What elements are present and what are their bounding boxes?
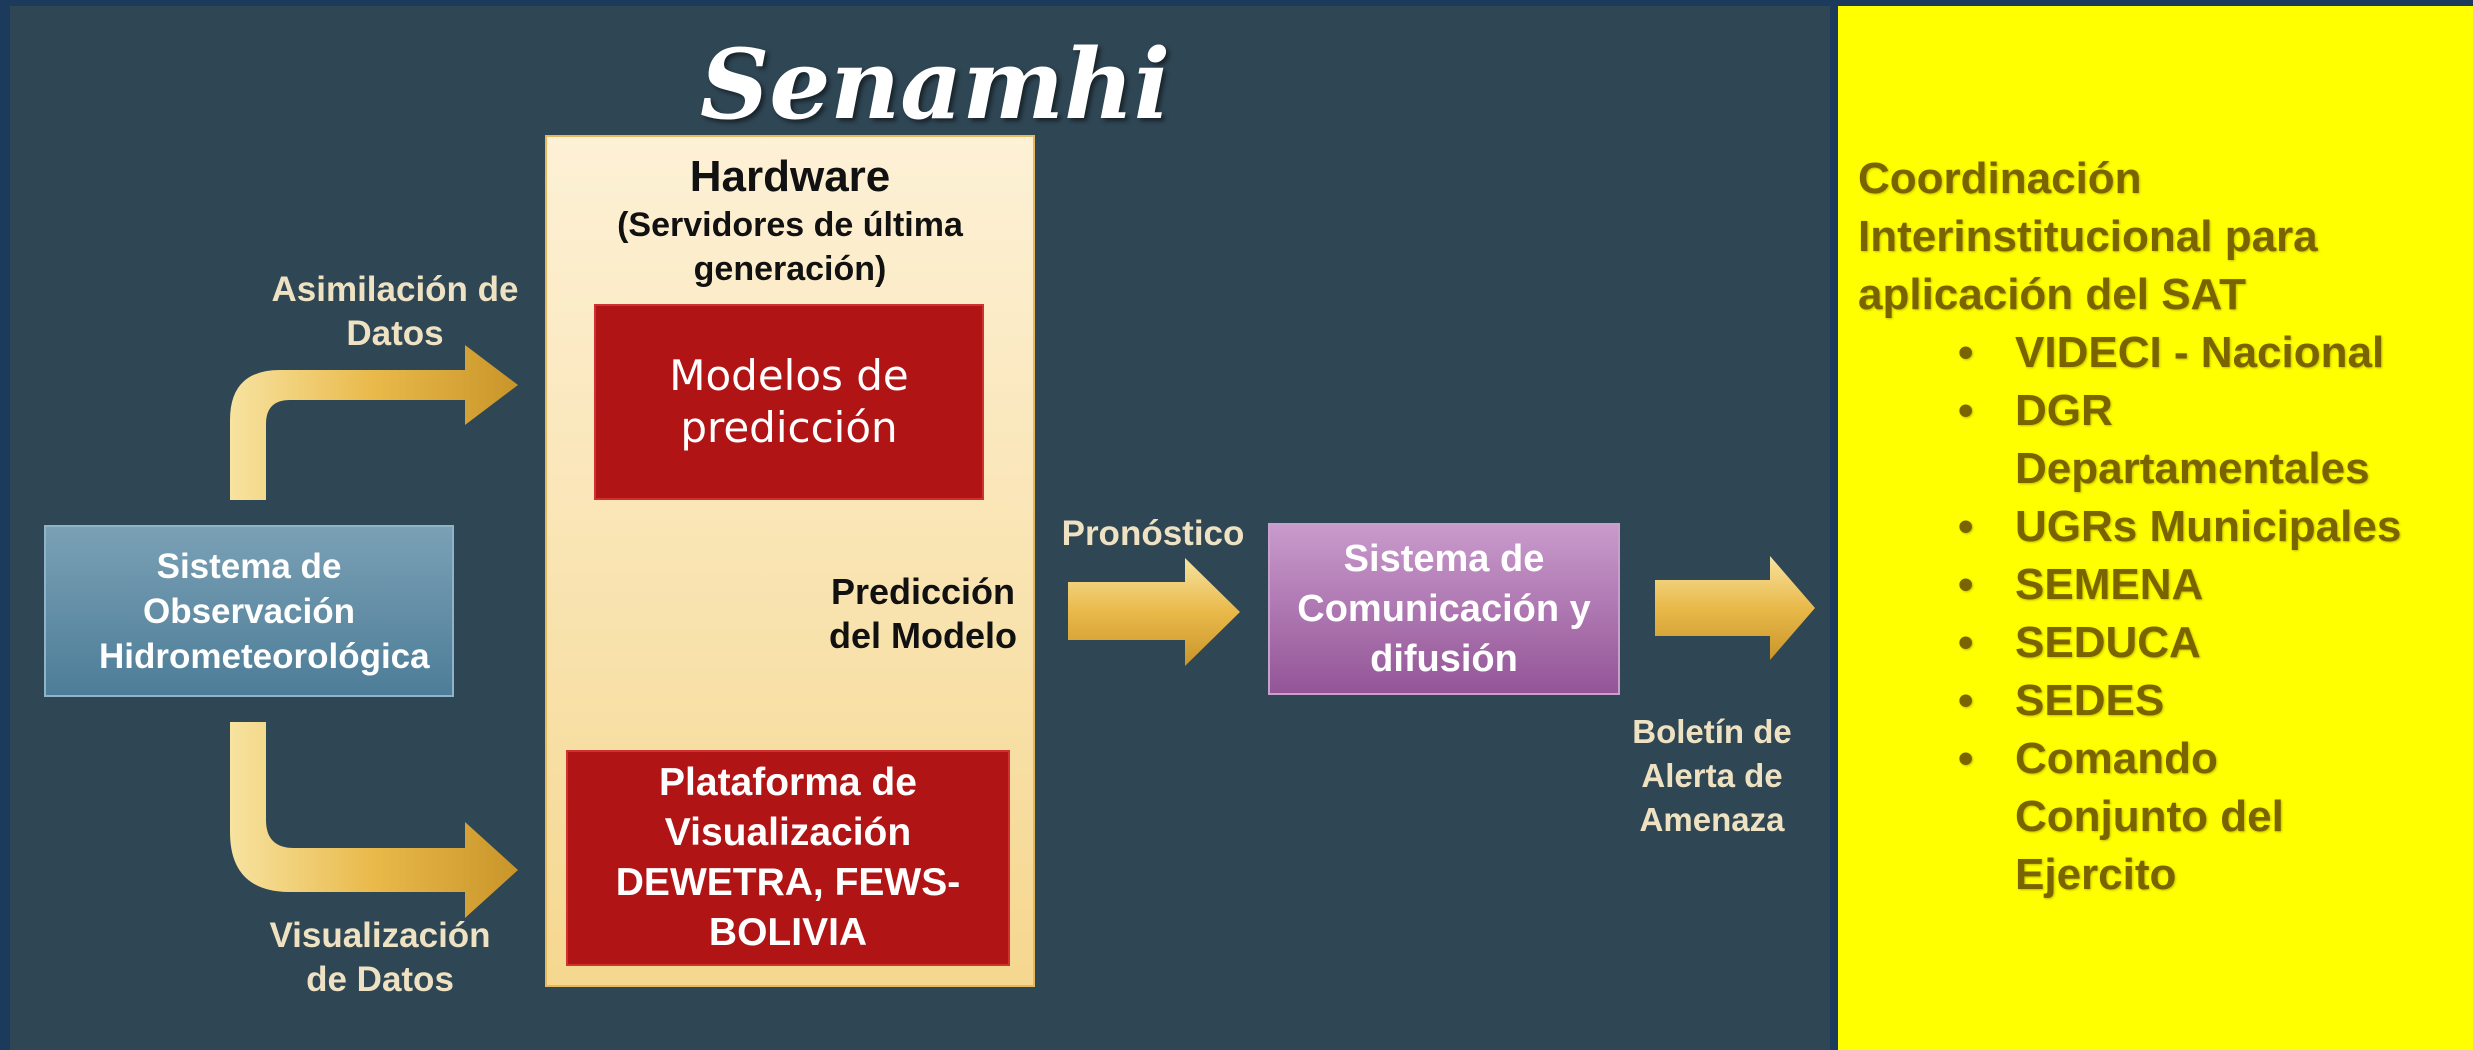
assimilation-arrow	[230, 345, 518, 500]
visualization-label: Visualización de Datos	[269, 916, 491, 999]
visualization-arrow	[230, 722, 518, 918]
platform-box: Plataforma de Visualización DEWETRA, FEW…	[566, 750, 1010, 966]
bulletin-arrow	[1655, 556, 1815, 660]
hardware-title: Hardware	[689, 152, 891, 201]
list-item: DGR Departamentales	[1958, 382, 2375, 498]
prediction-label: Predicción del Modelo	[829, 571, 1017, 656]
models-label: Modelos de predicción	[669, 351, 909, 452]
assimilation-label: Asimilación de Datos	[271, 270, 519, 353]
coordination-list: VIDECI - Nacional DGR Departamentales UG…	[1858, 324, 2458, 904]
list-item: VIDECI - Nacional	[1958, 324, 2458, 382]
forecast-label: Pronóstico	[1061, 514, 1245, 553]
coordination-heading: Coordinación Interinstitucional para apl…	[1858, 154, 2318, 319]
list-item: UGRs Municipales	[1958, 498, 2458, 556]
observation-box: Sistema de Observación Hidrometeorológic…	[44, 525, 454, 697]
list-item: SEDUCA	[1958, 614, 2458, 672]
models-box: Modelos de predicción	[594, 304, 984, 500]
communication-label: Sistema de Comunicación y difusión	[1297, 538, 1591, 680]
list-item: SEDES	[1958, 672, 2458, 730]
list-item: SEMENA	[1958, 556, 2458, 614]
diagram-title: Senamhi	[700, 28, 1171, 141]
list-item: Comando Conjunto del Ejercito	[1958, 730, 2335, 904]
platform-label: Plataforma de Visualización DEWETRA, FEW…	[615, 761, 961, 954]
forecast-arrow	[1068, 558, 1240, 666]
hardware-subtitle: (Servidores de última generación)	[617, 206, 963, 288]
observation-label: Sistema de Observación Hidrometeorológic…	[99, 546, 430, 676]
coordination-block: Coordinación Interinstitucional para apl…	[1858, 150, 2458, 904]
communication-box: Sistema de Comunicación y difusión	[1268, 523, 1620, 695]
bulletin-label: Boletín de Alerta de Amenaza	[1632, 713, 1792, 838]
